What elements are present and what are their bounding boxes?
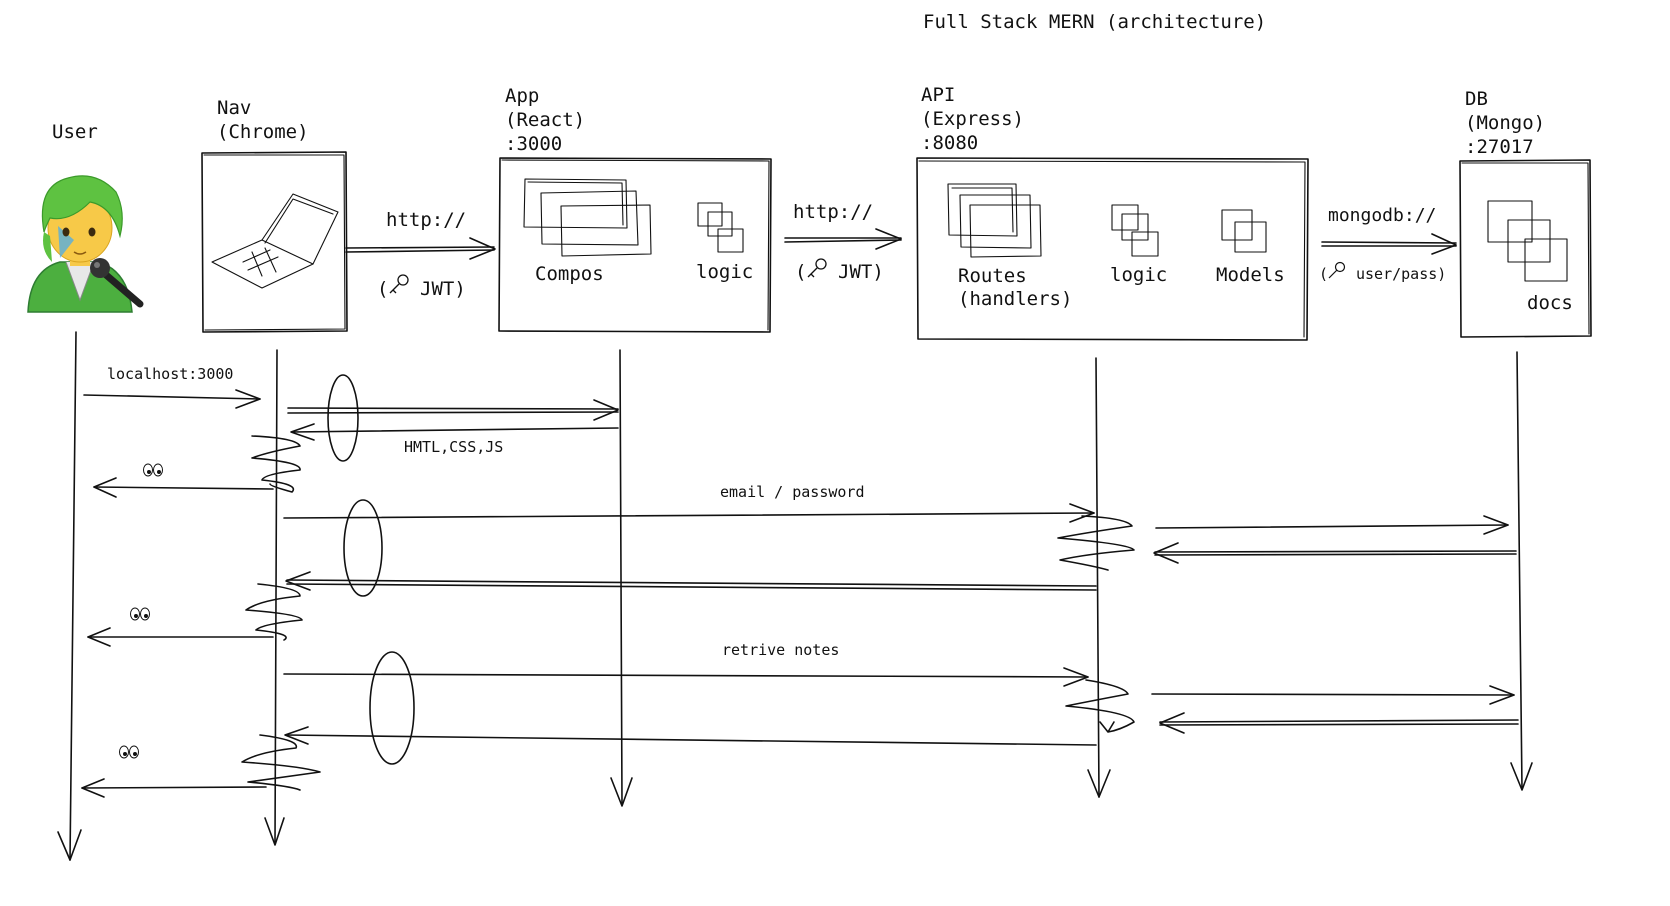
processing-squiggle-1 [251,435,301,493]
eyes-icon [119,745,139,759]
api-item-handlers: (handlers) [958,288,1072,310]
svg-text:(: ( [795,261,806,283]
db-label-name: DB [1465,88,1488,110]
logic-icon-api [1111,204,1159,257]
app-item-logic: logic [696,261,753,283]
key-icon: ( [1319,261,1346,283]
api-label-name: API [921,84,955,106]
request-loop-2 [343,499,383,597]
api-item-logic: logic [1110,264,1167,286]
db-box [1459,159,1592,338]
logic-icon-app [697,202,744,253]
arrow-nav-to-user-3 [81,778,267,798]
app-box [498,157,772,333]
app-item-components: Compos [535,263,604,285]
db-label-port: :27017 [1465,136,1534,158]
db-lifeline [1510,351,1533,791]
arrow-api-to-nav-3 [284,726,1097,746]
arrow-nav-to-user-2 [87,627,274,647]
arrow-app-to-nav-1 [290,423,619,441]
eyes-icon [130,607,150,621]
components-icon [523,178,652,257]
request-loop-1 [327,374,359,462]
api-lifeline [1087,357,1111,798]
api-db-auth: user/pass) [1356,265,1446,283]
arrow-api-to-db-3 [1151,685,1515,705]
api-db-protocol: mongodb:// [1328,205,1436,226]
nav-box [201,151,348,333]
app-api-protocol: http:// [793,201,873,223]
message-retrieve-notes: retrive notes [722,641,839,659]
laptop-icon [211,193,339,289]
app-lifeline [610,349,633,807]
routes-icon [947,183,1042,258]
key-icon: ( [795,258,827,283]
message-credentials: email / password [720,483,865,501]
arrow-nav-to-user-1 [93,477,274,498]
api-label-port: :8080 [921,132,978,154]
documents-icon [1487,200,1568,282]
app-api-auth: JWT) [838,261,884,283]
svg-text:(: ( [377,278,388,300]
arrow-db-to-api-2 [1153,542,1517,564]
arrow-api-to-nav-2 [285,571,1097,591]
app-label-framework: (React) [505,109,585,131]
db-item-docs: docs [1527,292,1573,314]
arrow-app-to-api [784,228,902,250]
key-icon: ( [377,274,409,300]
arrow-nav-to-api-3 [283,667,1089,687]
processing-squiggle-5 [241,734,321,791]
nav-app-auth: JWT) [420,278,466,300]
nav-app-protocol: http:// [386,209,466,231]
user-lifeline [57,331,82,861]
arrow-user-to-nav-1 [83,389,261,409]
message-localhost: localhost:3000 [107,365,233,383]
user-label: User [52,121,98,143]
app-label-name: App [505,85,539,107]
models-icon [1221,209,1267,253]
nav-label-name: Nav [217,97,251,119]
request-loop-3 [369,651,415,765]
api-label-framework: (Express) [921,108,1024,130]
diagram-title: Full Stack MERN (architecture) [923,11,1266,33]
arrow-nav-to-api-2 [283,503,1095,523]
nav-label-browser: (Chrome) [217,121,309,143]
api-item-models: Models [1216,264,1285,286]
arrow-api-to-db [1321,233,1457,255]
processing-squiggle-4 [1065,679,1135,733]
nav-lifeline [264,349,285,846]
db-label-engine: (Mongo) [1465,112,1545,134]
app-label-port: :3000 [505,133,562,155]
processing-squiggle-3 [245,583,303,641]
arrow-nav-to-app [345,237,496,260]
processing-squiggle-2 [1057,515,1135,571]
arrow-api-to-db-2 [1155,515,1509,535]
arrow-nav-to-app-1 [287,399,619,421]
arrow-db-to-api-3 [1159,712,1519,734]
api-item-routes: Routes [958,265,1027,287]
svg-text:(: ( [1319,265,1328,283]
message-assets: HMTL,CSS,JS [404,438,503,456]
person-with-microphone-icon [27,175,144,313]
api-box [916,157,1309,341]
eyes-icon [143,463,163,477]
